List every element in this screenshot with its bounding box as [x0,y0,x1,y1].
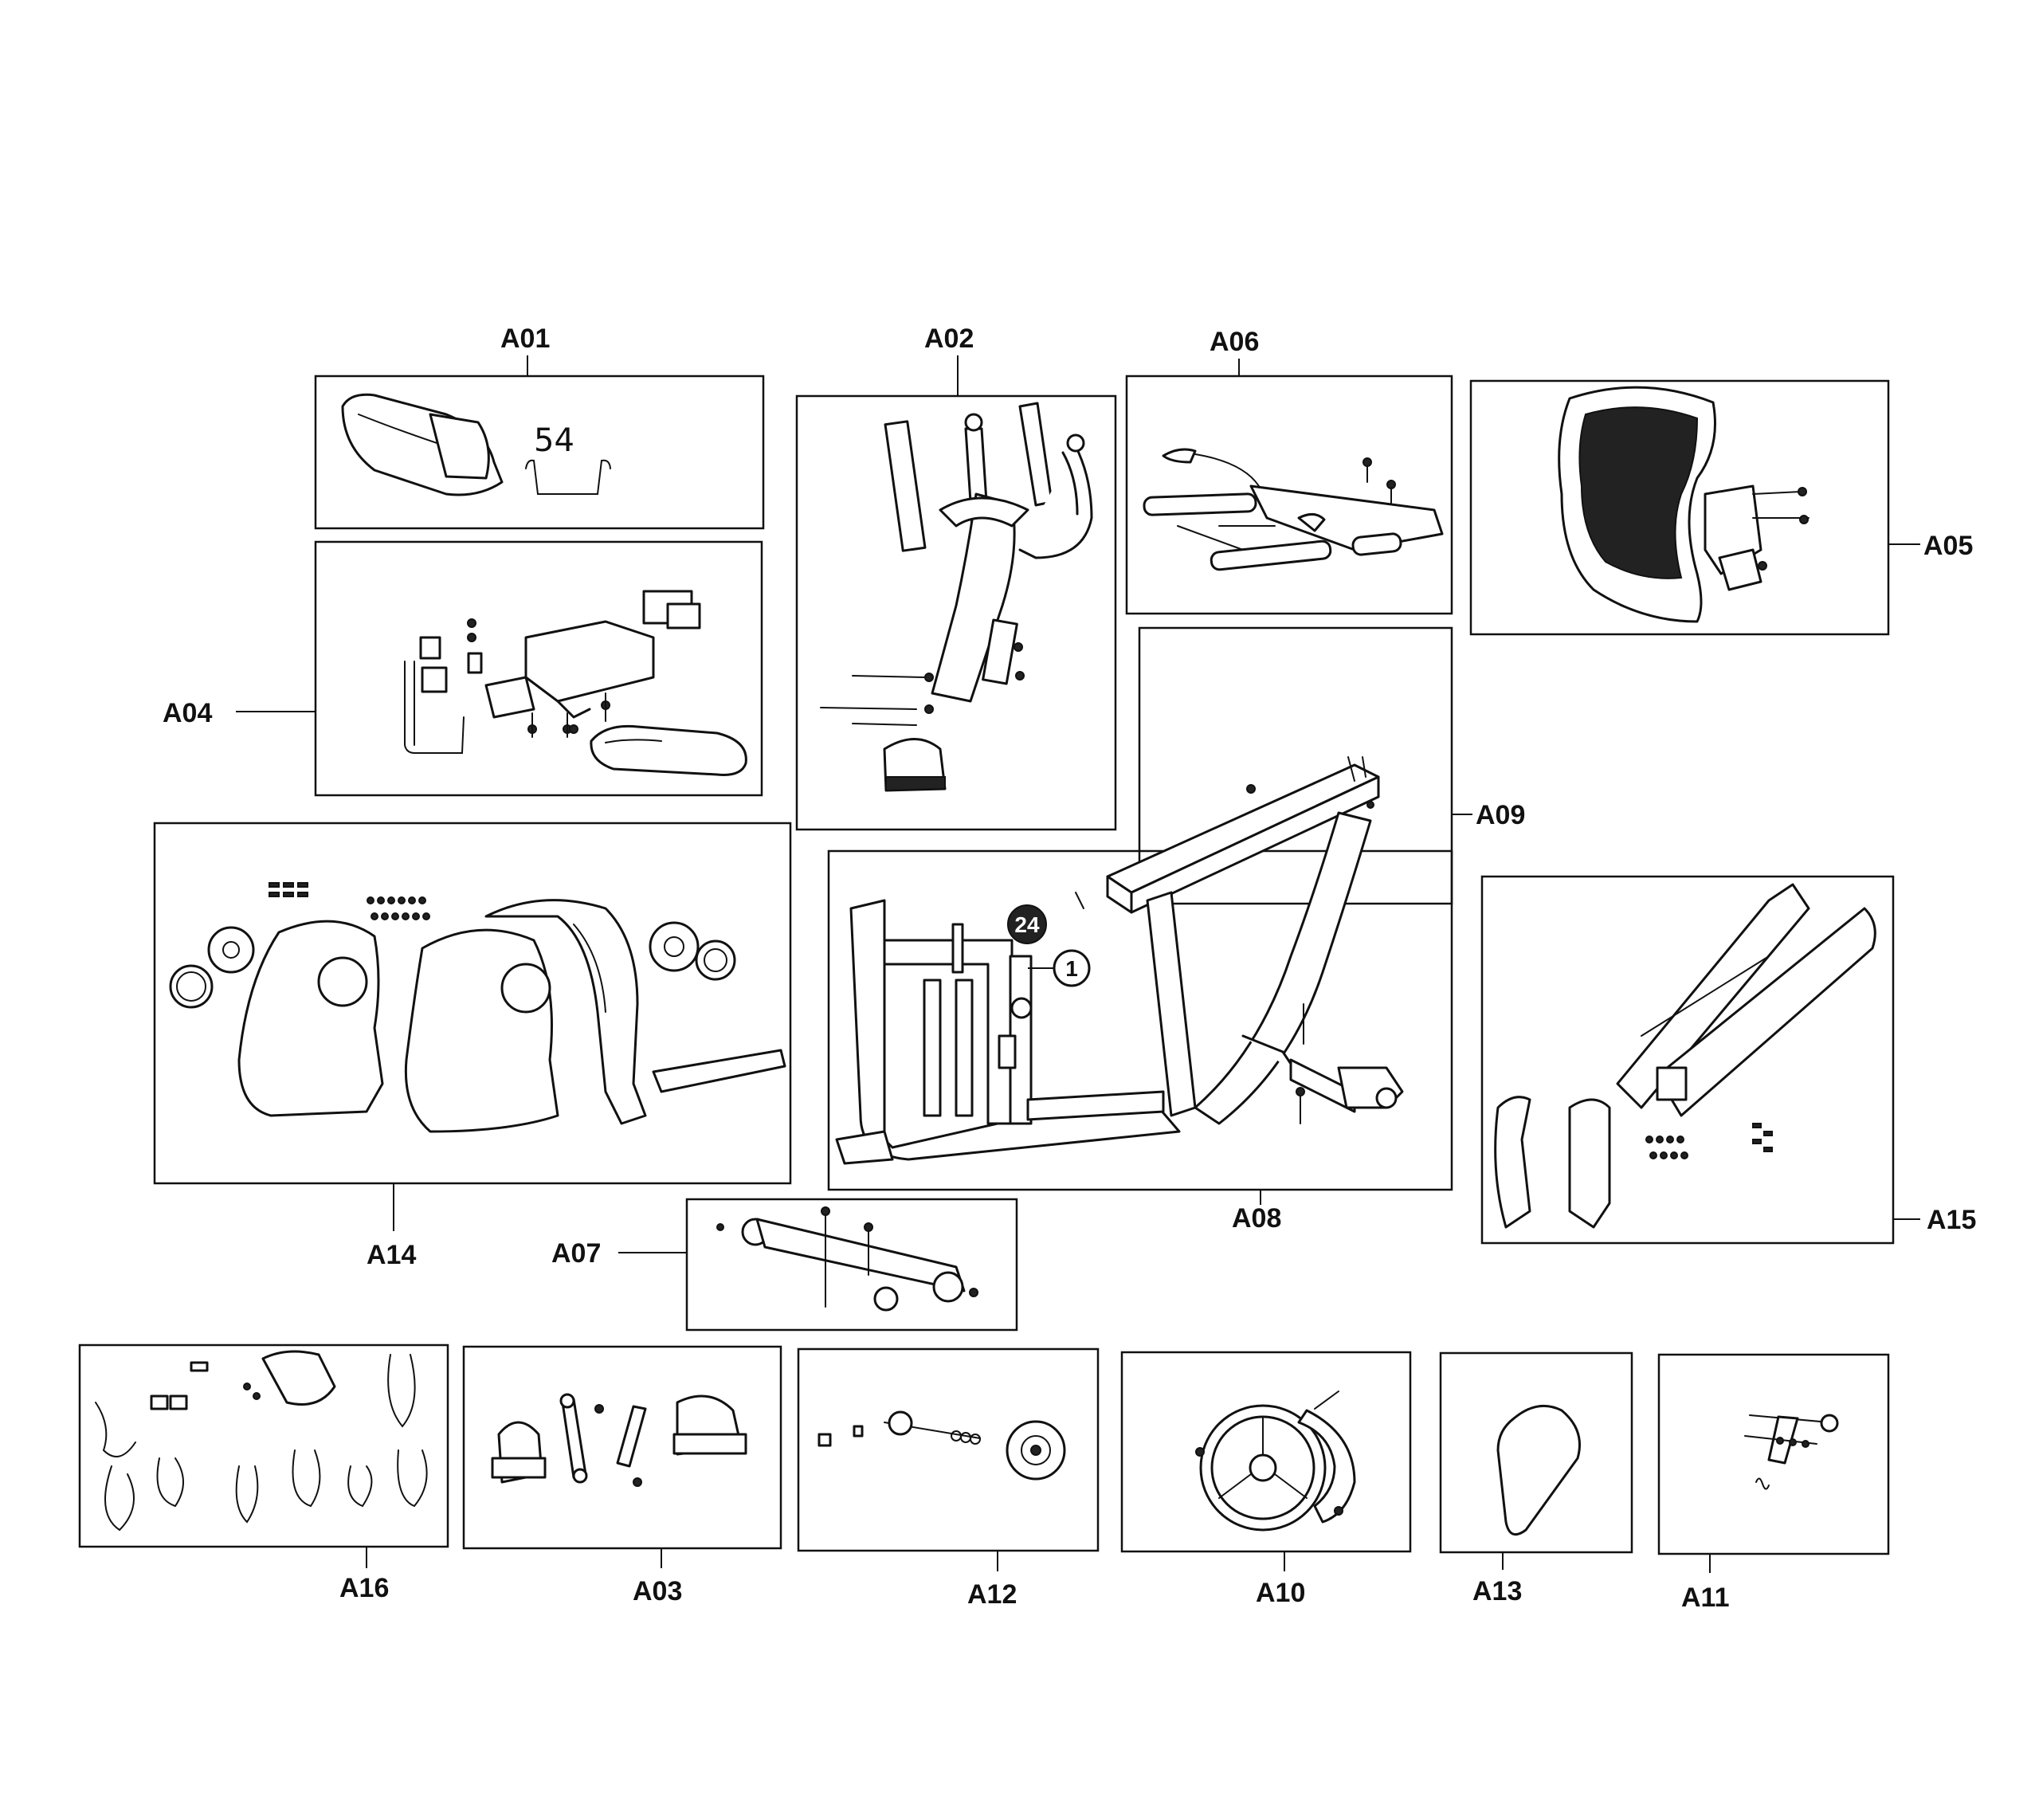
a10-flywheel-drawing [1195,1390,1356,1532]
section-box-a07 [685,1198,1018,1332]
label-a06: A06 [1210,327,1259,357]
label-a09: A09 [1476,800,1525,830]
label-a16: A16 [339,1573,389,1603]
section-box-a03 [462,1345,782,1550]
section-box-a01 [314,375,765,530]
a06-handlebar-tubes-drawing [1143,448,1444,571]
section-box-a14 [153,822,792,1185]
section-box-a09 [1138,626,1453,905]
section-box-a12 [797,1347,1100,1552]
label-a13: A13 [1472,1576,1522,1606]
a16-wiring-harness-drawing [95,1350,428,1532]
a12-crank-pulley-drawing [817,1410,1066,1481]
a04-bracket-assembly-drawing [404,590,747,776]
label-a03: A03 [633,1576,682,1606]
section-box-a08 [827,849,1453,1191]
section-box-a04 [314,540,763,797]
handwritten-note: 54 [534,422,574,459]
a15-right-shrouds-drawing [1494,883,1876,1229]
a09-seat-rail-drawing [1106,756,1380,914]
label-a12: A12 [967,1579,1017,1610]
section-box-a02 [795,394,1117,831]
label-a15: A15 [1927,1205,1976,1235]
section-box-a05 [1469,379,1890,636]
label-a05: A05 [1923,531,1973,561]
label-a07: A07 [551,1238,601,1269]
a11-tension-bracket-drawing [1744,1414,1839,1490]
callout-24: 24 [1007,904,1047,944]
leader-lines [236,355,1920,1573]
section-box-a16 [78,1343,449,1548]
section-box-a06 [1125,375,1453,615]
label-a14: A14 [367,1240,416,1270]
a05-seat-backrest-drawing [1558,386,1809,623]
label-a10: A10 [1256,1578,1305,1608]
callout-1-number: 1 [1065,956,1078,981]
label-a11: A11 [1681,1583,1730,1613]
label-a08: A08 [1232,1203,1281,1234]
section-box-a13 [1439,1351,1633,1554]
label-a04: A04 [163,698,212,728]
label-a01: A01 [500,324,550,354]
a14-left-shrouds-drawing [169,882,786,1133]
callout-1: 1 [1028,949,1091,987]
section-box-a11 [1657,1353,1890,1555]
section-box-a15 [1480,875,1895,1245]
section-box-a10 [1120,1351,1412,1553]
label-a02: A02 [924,324,974,354]
a02-handlebar-post-drawing [820,402,1093,792]
a01-console-drawing [341,393,611,496]
callout-24-number: 24 [1014,912,1040,937]
a08-main-frame-drawing [835,811,1404,1165]
a13-belt-drawing [1496,1404,1581,1536]
a07-rear-stabilizer-drawing [716,1206,978,1312]
a03-pedals-drawing [491,1393,747,1487]
